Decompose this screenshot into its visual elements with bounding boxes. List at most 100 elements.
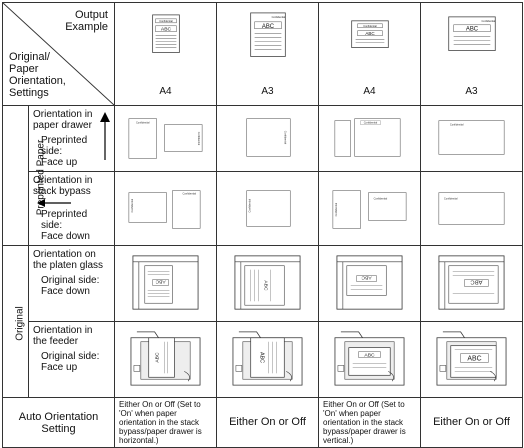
platen-diagram-1: ABC bbox=[132, 255, 199, 310]
row-side-note: Original side: Face up bbox=[41, 351, 100, 373]
row-title: Orientation in the feeder bbox=[33, 325, 93, 347]
feeder-label-cell: Orientation in the feeder Original side:… bbox=[28, 321, 115, 398]
drawer-diagram-2: Confidential bbox=[246, 118, 291, 157]
arrow-left-icon bbox=[37, 199, 71, 207]
bypass-label-cell: Orientation in stack bypass Preprinted s… bbox=[28, 171, 115, 246]
row-side-note: Preprinted side: Face up bbox=[41, 135, 88, 168]
platen-diagram-4: ABC bbox=[438, 255, 505, 310]
abc-text: ABC bbox=[466, 27, 479, 33]
row-feeder: Orientation in the feeder Original side:… bbox=[3, 321, 523, 398]
platen-col-4: ABC bbox=[420, 245, 523, 322]
feeder-col-2: ABC bbox=[216, 321, 319, 398]
drawer-diagram-4: Confidential bbox=[438, 120, 505, 155]
abc-text: ABC bbox=[161, 27, 172, 33]
header-col-4: Confidential ABC A3 bbox=[420, 2, 523, 106]
corner-cell: Output Example Original/ Paper Orientati… bbox=[2, 2, 115, 106]
paper-size-label: A4 bbox=[363, 86, 376, 97]
feeder-col-1: ABC bbox=[114, 321, 217, 398]
paper-size-label: A3 bbox=[261, 86, 274, 97]
svg-text:ABC: ABC bbox=[263, 280, 269, 291]
drawer-label-cell: Orientation in paper drawer Preprinted s… bbox=[28, 105, 115, 172]
bypass-col-1: Confidential Confidential bbox=[114, 171, 217, 246]
svg-text:Confidential: Confidential bbox=[197, 132, 201, 146]
bypass-diagram-4: Confidential bbox=[438, 192, 505, 225]
row-title: Orientation in paper drawer bbox=[33, 109, 93, 131]
svg-text:ABC: ABC bbox=[467, 355, 481, 362]
svg-text:Confidential: Confidential bbox=[136, 121, 150, 125]
bypass-diagram-3: Confidential Confidential bbox=[332, 190, 407, 229]
abc-text: ABC bbox=[262, 24, 275, 30]
abc-text: ABC bbox=[365, 31, 375, 36]
svg-text:Confidential: Confidential bbox=[283, 131, 287, 145]
paper-size-label: A4 bbox=[159, 86, 172, 97]
output-sample-3: Confidential ABC bbox=[351, 20, 389, 48]
platen-col-2: ABC bbox=[216, 245, 319, 322]
svg-text:Confidential: Confidential bbox=[450, 123, 464, 127]
svg-text:ABC: ABC bbox=[155, 279, 166, 285]
header-col-3: Confidential ABC A4 bbox=[318, 2, 421, 106]
group-original: Original bbox=[2, 245, 29, 398]
feeder-diagram-4: ABC bbox=[436, 331, 507, 386]
paper-size-label: A3 bbox=[465, 86, 478, 97]
bypass-col-3: Confidential Confidential bbox=[318, 171, 421, 246]
bypass-diagram-2: Confidential bbox=[246, 190, 291, 227]
diagonal-divider bbox=[3, 3, 114, 105]
platen-diagram-3: ABC bbox=[336, 255, 403, 310]
svg-text:Confidential: Confidential bbox=[364, 121, 378, 125]
output-sample-1: Confidential ABC bbox=[152, 14, 180, 53]
bypass-diagram-1: Confidential Confidential bbox=[128, 190, 201, 229]
row-title: Orientation on the platen glass bbox=[33, 249, 104, 271]
header-col-2: Confidential ABC A3 bbox=[216, 2, 319, 106]
bypass-col-2: Confidential bbox=[216, 171, 319, 246]
platen-col-3: ABC bbox=[318, 245, 421, 322]
output-example-label: Output Example bbox=[65, 9, 108, 33]
svg-text:ABC: ABC bbox=[364, 353, 375, 359]
row-side-note: Preprinted side: Face down bbox=[41, 209, 90, 242]
auto-value-2: Either On or Off bbox=[216, 397, 319, 448]
group-preprinted-paper: Preprinted Paper bbox=[2, 105, 46, 246]
svg-text:ABC: ABC bbox=[155, 352, 161, 363]
svg-text:Confidential: Confidential bbox=[248, 198, 252, 212]
arrow-up-icon bbox=[100, 112, 110, 160]
drawer-col-2: Confidential bbox=[216, 105, 319, 172]
svg-text:ABC: ABC bbox=[470, 279, 483, 285]
platen-label-cell: Orientation on the platen glass Original… bbox=[28, 245, 115, 322]
row-platen-glass: Original Orientation on the platen glass… bbox=[2, 245, 523, 398]
svg-text:Confidential: Confidential bbox=[182, 192, 196, 196]
platen-diagram-2: ABC bbox=[234, 255, 301, 310]
stamp-text: Confidential bbox=[482, 19, 496, 23]
svg-text:Confidential: Confidential bbox=[130, 198, 134, 212]
auto-value-4: Either On or Off bbox=[420, 397, 523, 448]
stamp-text: Confidential bbox=[272, 15, 286, 19]
drawer-diagram-1: Confidential Confidential bbox=[128, 118, 203, 159]
auto-orientation-label: Auto Orientation Setting bbox=[2, 397, 115, 448]
original-paper-label: Original/ Paper Orientation, Settings bbox=[9, 51, 66, 99]
row-paper-drawer: Preprinted Paper Orientation in paper dr… bbox=[2, 105, 523, 246]
row-side-note: Original side: Face down bbox=[41, 275, 100, 297]
header-col-1: Confidential ABC A4 bbox=[114, 2, 217, 106]
feeder-diagram-3: ABC bbox=[334, 331, 405, 386]
header-row: Output Example Original/ Paper Orientati… bbox=[2, 2, 523, 106]
auto-value-3: Either On or Off (Set to 'On' when paper… bbox=[318, 397, 421, 448]
platen-col-1: ABC bbox=[114, 245, 217, 322]
row-title: Orientation in stack bypass bbox=[33, 175, 93, 197]
drawer-col-1: Confidential Confidential bbox=[114, 105, 217, 172]
group-label: Original bbox=[14, 305, 26, 341]
svg-text:ABC: ABC bbox=[259, 352, 265, 363]
feeder-col-3: ABC bbox=[318, 321, 421, 398]
drawer-col-3: Confidential bbox=[318, 105, 421, 172]
row-stack-bypass: Orientation in stack bypass Preprinted s… bbox=[3, 171, 523, 246]
output-sample-4: Confidential ABC bbox=[448, 16, 496, 51]
feeder-col-4: ABC bbox=[420, 321, 523, 398]
stamp-text: Confidential bbox=[363, 24, 377, 28]
drawer-col-4: Confidential bbox=[420, 105, 523, 172]
stamp-text: Confidential bbox=[159, 19, 173, 23]
auto-value-1: Either On or Off (Set to 'On' when paper… bbox=[114, 397, 217, 448]
svg-text:Confidential: Confidential bbox=[374, 197, 388, 201]
drawer-diagram-3: Confidential bbox=[334, 118, 401, 157]
feeder-diagram-2: ABC bbox=[232, 331, 303, 386]
svg-text:ABC: ABC bbox=[361, 275, 372, 281]
output-sample-2: Confidential ABC bbox=[250, 12, 286, 57]
feeder-diagram-1: ABC bbox=[130, 331, 201, 386]
